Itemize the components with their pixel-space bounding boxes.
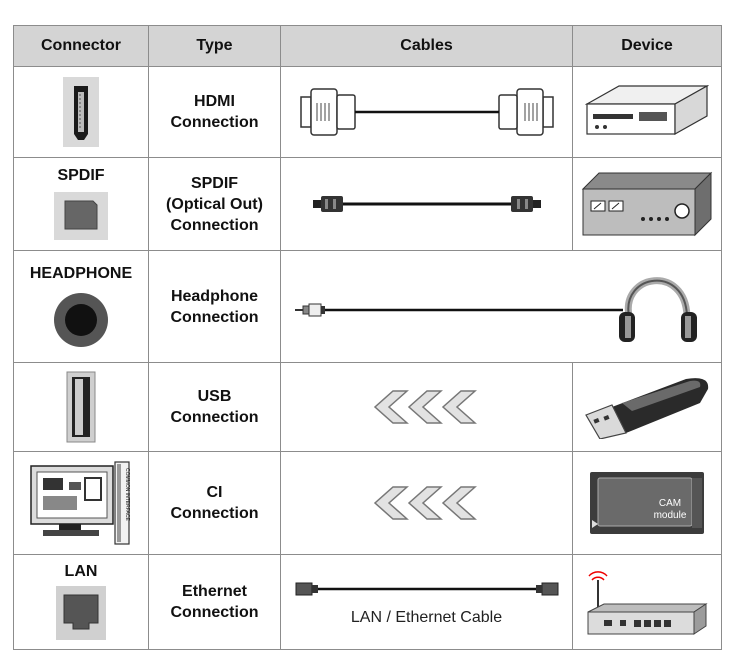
type-line: Connection <box>170 216 259 234</box>
cam-label: module <box>654 510 687 521</box>
usb-port-icon <box>66 371 96 443</box>
header-connector: Connector <box>13 25 149 67</box>
type-line: Connection <box>170 505 259 522</box>
headphone-cable-icon <box>295 276 697 342</box>
audio-receiver-icon <box>581 171 713 237</box>
type-cell: CI Connection <box>148 451 281 555</box>
type-cell: Headphone Connection <box>148 250 281 363</box>
router-icon <box>587 571 708 635</box>
device-cell <box>572 157 722 251</box>
type-line: HDMI <box>194 93 235 110</box>
type-line: SPDIF <box>190 174 239 192</box>
connector-cell: HEADPHONE <box>13 250 149 363</box>
connection-table: Connector Type Cables Device HDMI Connec… <box>13 25 722 650</box>
type-line: Connection <box>170 308 259 326</box>
cam-module-icon: CAM module <box>590 472 704 534</box>
connector-label: HEADPHONE <box>29 264 133 282</box>
connector-cell: COMMON INTERFACE <box>13 451 149 555</box>
table-row: USB Connection <box>13 362 722 452</box>
table-row: HEADPHONE Headphone Connection <box>13 250 722 363</box>
dvd-player-icon <box>585 84 709 136</box>
device-cell <box>572 362 722 452</box>
type-line: CI <box>206 484 223 501</box>
table-row: LAN Ethernet Connection LAN / Ethernet C… <box>13 554 722 650</box>
cable-cell <box>280 66 573 158</box>
device-cell: CAM module <box>572 451 722 555</box>
cam-label: CAM <box>659 498 681 509</box>
hdmi-cable-icon <box>299 88 554 136</box>
hdmi-port-icon <box>63 77 99 147</box>
cable-cell <box>280 362 573 452</box>
cable-label: LAN / Ethernet Cable <box>350 609 503 626</box>
type-cell: HDMI Connection <box>148 66 281 158</box>
usb-stick-icon <box>585 378 709 439</box>
type-line: Ethernet <box>182 583 247 600</box>
type-line: USB <box>197 388 232 405</box>
type-line: Connection <box>170 409 259 426</box>
header-device: Device <box>572 25 722 67</box>
type-cell: SPDIF (Optical Out) Connection <box>148 157 281 251</box>
ethernet-port-icon <box>56 586 106 640</box>
cable-cell <box>280 451 573 555</box>
ethernet-cable-icon <box>295 582 558 596</box>
connector-cell <box>13 66 149 158</box>
optical-cable-icon <box>312 196 541 212</box>
header-row: Connector Type Cables Device <box>13 25 722 67</box>
connector-label: SPDIF <box>57 167 105 184</box>
table-row: HDMI Connection <box>13 66 722 158</box>
header-cables: Cables <box>280 25 573 67</box>
cable-cell: LAN / Ethernet Cable <box>280 554 573 650</box>
type-line: Connection <box>170 604 259 621</box>
type-line: Headphone <box>170 287 259 305</box>
connector-label: LAN <box>64 563 98 580</box>
cable-cell <box>280 157 573 251</box>
connector-cell <box>13 362 149 452</box>
connector-cell: LAN <box>13 554 149 650</box>
headphone-jack-icon <box>54 292 108 347</box>
chevron-arrows-icon <box>373 390 477 424</box>
type-line: Connection <box>170 114 259 131</box>
device-cell <box>572 66 722 158</box>
type-cell: USB Connection <box>148 362 281 452</box>
chevron-arrows-icon <box>373 486 477 520</box>
type-line: (Optical Out) <box>166 195 263 213</box>
optical-port-icon <box>54 192 108 240</box>
table-row: COMMON INTERFACE CI Connection CAM <box>13 451 722 555</box>
cable-device-cell <box>280 250 722 363</box>
header-type: Type <box>148 25 281 67</box>
connector-cell: SPDIF <box>13 157 149 251</box>
tv-rear-ci-slot-icon: COMMON INTERFACE <box>30 461 130 545</box>
device-cell <box>572 554 722 650</box>
type-cell: Ethernet Connection <box>148 554 281 650</box>
table-row: SPDIF SPDIF (Optical Out) Connection <box>13 157 722 251</box>
tv-side-label: COMMON INTERFACE <box>124 468 130 521</box>
